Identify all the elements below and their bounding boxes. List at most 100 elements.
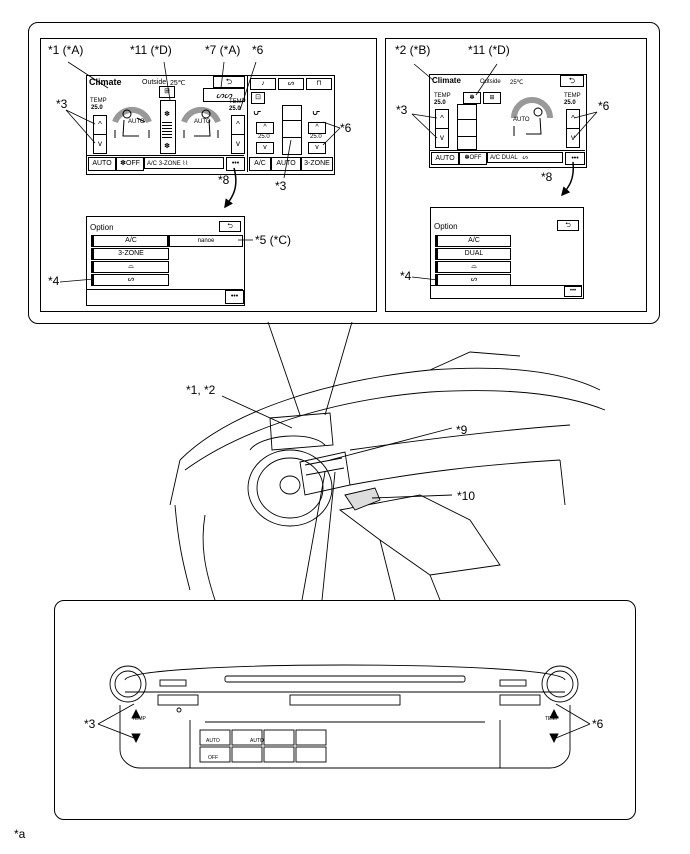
auto-button-a[interactable]: AUTO [88,157,116,171]
rear-fan-column [282,105,302,155]
screen-b-ac-dual-label: A/C DUAL [490,155,518,161]
option-a-more-label: ••• [230,293,239,300]
rear-auto-label: AUTO [276,160,296,167]
more-label-a: ••• [231,160,240,167]
callout-4-left: *4 [48,274,60,288]
screen-b-off-label: OFF [469,155,482,161]
fan-off-button-a[interactable]: ✽OFF [116,157,144,171]
callout-6-panel: *6 [592,717,604,731]
fan-speed-icon-2[interactable]: ✽ [164,143,170,150]
screen-b-more-button[interactable]: ••• [565,152,585,165]
panel-temp-left-label: TEMP [132,716,146,722]
callout-8-left: *8 [218,173,230,187]
option-a-back-button[interactable]: ⮌ [219,221,241,232]
callout-4-right: *4 [400,269,412,283]
callout-2b: *2 (*B) [395,43,431,57]
option-a-more-button[interactable]: ••• [225,290,244,304]
screen-a-outside-temp: 25℃ [170,80,186,87]
screen-b-auto-button[interactable]: AUTO [431,152,459,165]
callout-3-panel: *3 [84,717,96,731]
option-a-ac-label: A/C [125,237,137,244]
rear-temp-down-right[interactable]: v [308,142,326,154]
option-screen-b [430,207,584,299]
option-b-dual-button[interactable]: DUAL [435,248,511,260]
fan-speed-icon[interactable]: ✽ [164,111,170,118]
rear-tab-music[interactable]: ♪ [250,78,276,90]
auto-left-label: AUTO [128,119,145,125]
screen-b-temp-down-left[interactable]: v [435,128,449,148]
rear-ac-button[interactable]: A/C [249,157,271,171]
option-a-title: Option [90,223,114,232]
option-b-back-button[interactable]: ⮌ [557,220,579,231]
panel-auto-small-label: AUTO [250,738,264,744]
option-a-nanoe-button[interactable]: nanoe [167,235,243,247]
rear-temp-value-left: 25.0 [258,134,270,140]
rear-auto-button[interactable]: AUTO [271,157,301,171]
option-b-defog-button[interactable]: ⌓ [435,261,511,273]
option-a-bottom-bar [87,289,243,290]
screen-a-title: Climate [89,77,122,87]
panel-temp-right-label: TEMP [545,716,559,722]
screen-b-temp-down-right[interactable]: v [566,128,580,148]
temp-down-right[interactable]: v [231,134,245,154]
option-b-ac-button[interactable]: A/C [435,235,511,247]
option-a-zone-button[interactable]: 3-ZONE [91,248,169,260]
screen-b-bottom-bar [430,150,585,151]
fan-level-bars [162,122,172,138]
panel-off-label: OFF [208,755,218,761]
temp-value-left: 25.0 [91,105,103,111]
option-b-bottom-bar [431,285,582,286]
callout-10: *10 [457,489,476,503]
rear-temp-up-right[interactable]: ^ [308,122,326,134]
screen-b-heater-icon[interactable]: ⊞ [483,92,501,104]
callout-6-left-top: *6 [252,43,264,57]
fan-column-a [160,100,176,154]
screen-a-outside-label: Outside [142,79,167,86]
rear-airflow-right-icon[interactable]: ᕂ [312,107,321,117]
temp-down-left[interactable]: v [93,134,107,154]
callout-6-right: *6 [598,99,610,113]
rear-temp-down-left[interactable]: v [256,142,274,154]
screen-b-fan-off-icon[interactable]: ✽ [463,92,481,104]
screen-b-temp-right: 25.0 [564,100,576,106]
screen-b-back-button[interactable]: ⮌ [560,75,584,87]
fan-off-label-a: OFF [125,160,140,167]
rear-zone-label: 3-ZONE [304,160,330,167]
callout-11d-left: *11 (*D) [130,43,172,57]
callout-3-right: *3 [396,103,408,117]
option-a-nanoe-label: nanoe [197,238,215,244]
callout-3-left-bottom: *3 [275,179,287,193]
rear-ac-label: A/C [254,160,266,167]
climate-screen-b [429,74,587,168]
rear-temp-up-left[interactable]: ^ [256,122,274,134]
screen-b-ac-dual-button[interactable]: A/C DUAL ᔕ [487,152,563,163]
option-a-airflow-button[interactable]: ᔕ [91,274,169,286]
seat-airflow-left [112,106,152,138]
callout-7a: *7 (*A) [205,43,241,57]
back-button[interactable]: ⮌ [213,76,245,88]
screen-b-outside-temp: 25℃ [510,80,524,86]
bottom-bar-a [87,155,244,172]
callout-11d-right: *11 (*D) [468,43,510,57]
rear-tab-seat[interactable]: ⊓ [306,78,332,90]
option-b-dual-label: DUAL [464,250,484,257]
swap-seats-button[interactable]: ᔕᔕ [203,88,245,102]
rear-airflow-left-icon[interactable]: ᕂ [253,107,262,117]
screen-b-outside-label: Outside [480,79,501,85]
temp-value-right: 25.0 [229,106,241,112]
more-button-a[interactable]: ••• [226,157,245,171]
panel-auto-button-label: AUTO [206,738,220,744]
option-b-more-button[interactable]: ••• [564,286,582,297]
steering-heat-icon[interactable]: ⊞ [159,86,175,98]
ac-zone-button-a[interactable]: A/C 3-ZONE ⌇⌇ [144,157,224,169]
callout-a: *a [14,827,26,841]
callout-9: *9 [456,423,468,437]
option-b-more-label: ••• [569,288,577,294]
rear-zone-button[interactable]: 3-ZONE [301,157,333,171]
screen-b-auto-label: AUTO [435,155,455,162]
panel-b-frame [385,38,647,312]
rear-heater-icon[interactable]: ⊡ [251,92,265,104]
rear-tab-climate[interactable]: ᔕ [278,78,304,90]
option-a-defog-button[interactable]: ⌓ [91,261,169,273]
screen-b-fan-off-button[interactable]: ✽OFF [459,152,487,165]
